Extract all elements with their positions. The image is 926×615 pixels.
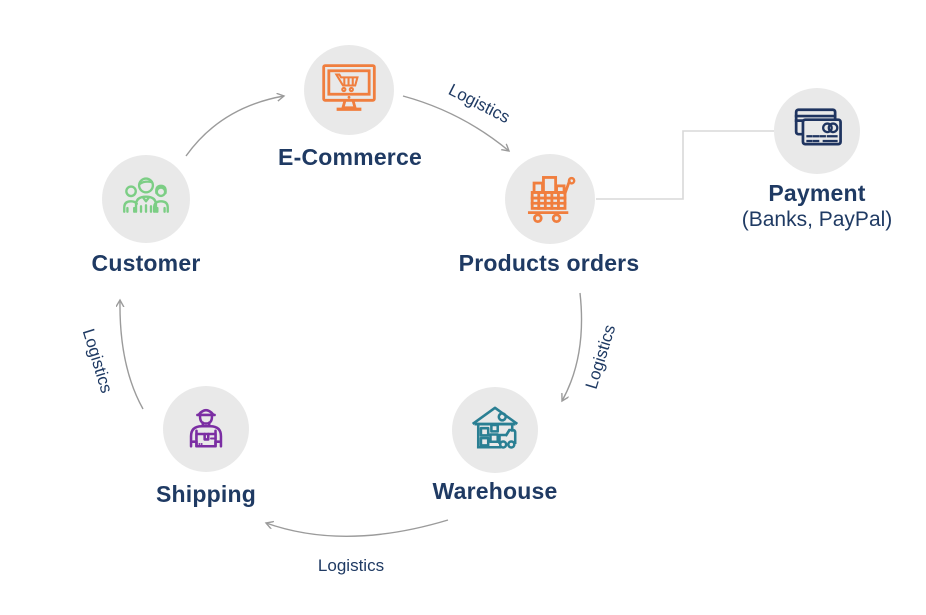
edge-label-logistics-top: Logistics (445, 80, 514, 128)
node-label: Warehouse (432, 478, 558, 504)
arrow-shipping-to-customer (120, 300, 144, 410)
delivery-man-icon (163, 386, 249, 472)
node-label: Shipping (156, 481, 256, 507)
edge-label-logistics-right: Logistics (581, 322, 620, 392)
node-label: E-Commerce (278, 144, 422, 170)
node-label: Products orders (458, 250, 640, 276)
node-label: Payment (768, 180, 866, 206)
arrow-warehouse-to-shipping (266, 519, 449, 537)
monitor-cart-icon (304, 45, 394, 135)
warehouse-truck-icon (452, 387, 538, 473)
arrow-products-to-warehouse (562, 292, 583, 401)
connector-products-to-payment (596, 130, 774, 200)
credit-cards-icon (774, 88, 860, 174)
customers-group-icon (102, 155, 190, 243)
edge-label-logistics-left: Logistics (78, 326, 117, 396)
node-sublabel: (Banks, PayPal) (741, 208, 893, 231)
shopping-cart-boxes-icon (505, 154, 595, 244)
arrow-customer-to-ecommerce (185, 96, 284, 157)
node-label: Customer (91, 250, 201, 276)
edge-label-logistics-bottom: Logistics (317, 556, 385, 575)
